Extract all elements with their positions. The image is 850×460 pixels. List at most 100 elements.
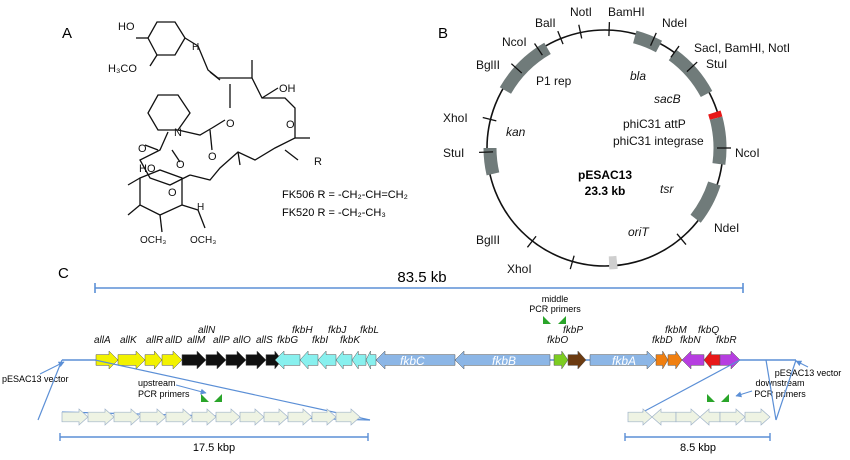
atom-ome-2: OCH₃ [190,235,216,246]
atom-o-pyran: O [168,187,177,199]
gene-arrow-fkbo [554,351,568,369]
gene-arrow-alla [96,351,118,369]
gene-arrow-fkbl [366,351,376,369]
atom-oh-side: OH [279,83,296,95]
gene-arrow-fkbg [275,351,300,369]
gene-label-fkbn: fkbN [680,335,701,346]
panel-b-label: B [438,25,448,42]
fk506-formula: FK506 R = -CH₂-CH=CH₂ [282,189,408,201]
downstream-primer-forward [707,394,715,402]
zoom-right-gene-1 [628,409,652,425]
upstream-primers: upstream PCR primers [138,378,222,402]
zoom-left-gene-9 [264,409,288,425]
plasmid-feature-labels: P1 rep bla sacB phiC31 attP phiC31 integ… [506,69,704,239]
gene-arrow-allo [246,351,266,369]
site-stui-right: StuI [706,57,727,71]
zoom-left-gene-12 [336,409,360,425]
gene-arrow-fkbn [682,351,704,369]
site-bamhi: BamHI [608,5,645,19]
zoom-left-gene-7 [216,409,240,425]
atom-h-ring: H [192,42,199,53]
zoom-left-gene-4 [140,409,166,425]
zoom-left-gene-5 [166,409,192,425]
cyclohexyl-ring [148,22,185,55]
gene-arrow-allm [182,351,206,369]
gene-arrow-alld [162,351,182,369]
site-ndei-bottom: NdeI [714,221,739,235]
macrocycle-top [190,46,295,180]
site-ncoi-right: NcoI [735,146,760,160]
plasmid-arc-phic31-attp [714,112,716,118]
zoom-right-gene-6 [745,409,770,425]
zoom-right-gene-2 [652,409,676,425]
gene-label-allk: allK [120,335,138,346]
plasmid-size: 23.3 kb [585,184,626,198]
atom-ome-1: OCH₃ [140,235,166,246]
middle-primers-label-1: middle [542,294,569,304]
gene-arrow-fkbr [720,351,740,369]
fk520-formula: FK520 R = -CH₂-CH₃ [282,207,386,219]
plasmid-arc-orit [609,262,617,263]
zoom-right-gene-5 [720,409,745,425]
zoom-left-gene-10 [288,409,312,425]
atom-h-ring2: H [197,202,204,213]
upstream-primer-forward [201,394,209,402]
gene-label-fkbg: fkbG [277,335,298,346]
gene-label-fkba: fkbA [612,354,636,368]
plasmid-arc-bla [635,37,659,47]
feature-phic31-integrase: phiC31 integrase [613,134,704,148]
zoom-left-gene-2 [88,409,114,425]
site-saci-bamhi-noti: SacI, BamHI, NotI [694,41,790,55]
panel-c: C 83.5 kb allA allK allR allD allN allM … [2,265,841,454]
atom-r: R [314,156,322,168]
gene-label-allp: allP [213,335,230,346]
site-bglii-top: BglII [476,58,500,72]
feature-bla: bla [630,69,646,83]
gene-label-fkbo: fkbO [547,335,568,346]
atom-o-keto2: O [176,159,185,171]
gene-label-fkbc: fkbC [400,354,425,368]
gene-label-fkbr: fkbR [716,335,737,346]
gene-arrow-fkbq [704,351,720,369]
panel-a: A [62,21,408,246]
downstream-primers: downstream PCR primers [707,378,806,402]
zoom-right-gene-4 [700,409,720,425]
upstream-primers-label-2: PCR primers [138,389,190,399]
site-xhoi-bottom: XhoI [507,262,532,276]
zoom-left-gene-6 [192,409,216,425]
panel-b: B BalI NotI BamHI NdeI SacI, BamHI, NotI… [438,5,790,276]
site-xhoi-left: XhoI [443,111,468,125]
feature-kan: kan [506,125,526,139]
gene-label-alld: allD [165,335,182,346]
atom-o-lactone: O [208,151,217,163]
gene-label-allo: allO [233,335,251,346]
right-span-label: 8.5 kbp [680,442,716,454]
site-ndei-top: NdeI [662,16,687,30]
feature-sacb: sacB [654,92,681,106]
gene-arrow-fkbi [318,351,336,369]
gene-label-fkbd: fkbD [652,335,673,346]
feature-orit: oriT [628,225,650,239]
gene-label-alls: allS [256,335,273,346]
gene-label-fkbi: fkbI [312,335,328,346]
atom-o-ketone: O [286,119,295,131]
atom-ho-ring: HO [118,21,135,33]
piperidine-ring [148,95,190,130]
gene-arrow-allr [145,351,162,369]
gene-label-fkbl: fkbL [360,325,379,336]
middle-primer-reverse [558,316,566,324]
gene-label-fkbk: fkbK [340,335,361,346]
left-span-label: 17.5 kbp [193,442,235,454]
atom-o-keto1: O [138,143,147,155]
vector-right-label: pESAC13 vector [775,368,842,378]
plasmid-arc-phic31-integrase [716,118,720,164]
gene-label-allm: allM [187,335,206,346]
zoom-gene-tracks [62,409,770,425]
gene-arrow-fkbk [352,351,366,369]
gene-arrow-allp [226,351,246,369]
total-length-label: 83.5 kb [397,269,446,286]
gene-arrow-fkbh [300,351,318,369]
zoom-right-gene-3 [676,409,700,425]
